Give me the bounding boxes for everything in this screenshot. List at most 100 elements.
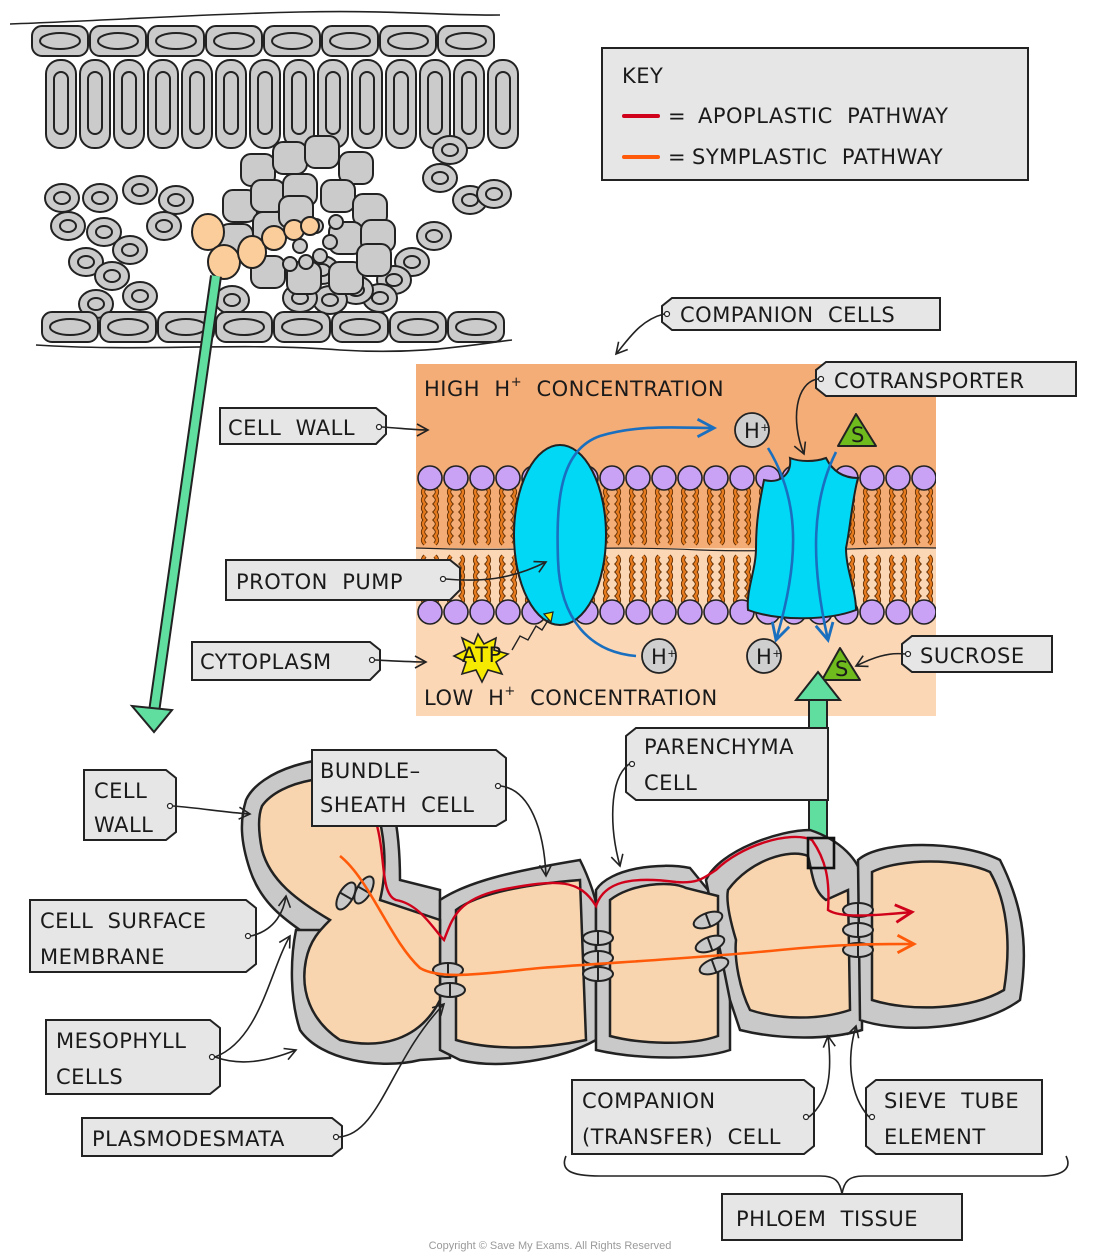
phospholipid-head (677, 465, 703, 491)
lower-epidermis-vacuole (223, 318, 265, 336)
svg-text:H+: H+ (756, 645, 782, 669)
symplastic-pathway-arrow (339, 854, 918, 977)
epidermis-vacuole (97, 32, 139, 50)
palisade-vacuole (291, 71, 307, 135)
phospholipid-head (651, 465, 677, 491)
spongy-cell (158, 185, 194, 215)
lipid-tail (707, 487, 713, 545)
lipid-tail (681, 487, 687, 545)
lipid-tail (421, 487, 427, 545)
spongy-cell (122, 175, 158, 205)
spongy-vacuole (321, 293, 339, 307)
atp-energy-arrow (511, 613, 553, 651)
lipid-tail (875, 487, 881, 545)
high-h-concentration-label: HIGH H+ CONCENTRATION (424, 375, 724, 401)
spongy-vacuole (155, 219, 173, 233)
vascular-cell (272, 141, 308, 175)
phospholipid-head (703, 465, 729, 491)
svg-text:S: S (851, 423, 865, 447)
epidermis-cell (321, 25, 379, 57)
spongy-cell (122, 281, 158, 311)
svg-text:PLASMODESMATA: PLASMODESMATA (92, 1127, 285, 1151)
spongy-cell (416, 221, 452, 251)
h-ion-inside-cotransporter: H+ (746, 638, 782, 674)
phospholipid-head (859, 599, 885, 625)
spongy-cell (146, 211, 182, 241)
key-symplastic-equals: = (668, 145, 686, 169)
tag-phloem-tissue: PHLOEM TISSUE (721, 1193, 963, 1241)
lipid-tail (863, 487, 869, 545)
spongy-cell (44, 183, 80, 213)
lipid-tail (693, 555, 699, 605)
plasmodesma (692, 910, 724, 930)
spongy-cell (50, 211, 86, 241)
cotransporter-h-flow-arrow (766, 447, 795, 643)
key-title: KEY (622, 64, 663, 88)
xylem-cell (292, 238, 308, 254)
sucrose-outside: S (837, 413, 877, 447)
svg-text:WALL: WALL (94, 813, 153, 837)
spongy-vacuole (59, 219, 77, 233)
svg-text:CELL SURFACE: CELL SURFACE (40, 909, 207, 933)
tag-companion-transfer-cell: COMPANION (TRANSFER) CELL (571, 1034, 836, 1155)
phospholipid-head (911, 465, 936, 491)
svg-text:(TRANSFER) CELL: (TRANSFER) CELL (582, 1125, 781, 1149)
epidermis-cell (437, 25, 495, 57)
plasmodesma-divider (706, 937, 714, 951)
palisade-vacuole (121, 71, 137, 135)
spongy-cell (86, 217, 122, 247)
lipid-tail (681, 555, 687, 605)
spongy-cell (112, 235, 148, 265)
spongy-vacuole (431, 171, 449, 185)
membrane-inset-marker (806, 836, 836, 870)
svg-text:ELEMENT: ELEMENT (884, 1125, 986, 1149)
lipid-tail (459, 487, 465, 545)
atp-energy-arrow-head (542, 611, 554, 624)
spongy-vacuole (53, 191, 71, 205)
tag-parenchyma-cell: PARENCHYMA CELL (610, 727, 829, 868)
h-ion-inside-pump: H+ (641, 638, 677, 674)
lipid-tail (629, 487, 635, 545)
palisade-vacuole (53, 71, 69, 135)
h-ion-outside: H+ (734, 412, 770, 448)
svg-text:H+: H+ (651, 645, 677, 669)
upper-cuticle (9, 10, 501, 25)
spongy-vacuole (425, 229, 443, 243)
spongy-vacuole (371, 291, 389, 305)
spongy-vacuole (403, 255, 421, 269)
svg-text:CELLS: CELLS (56, 1065, 123, 1089)
epidermis-vacuole (445, 32, 487, 50)
phloem-loading-cell (191, 213, 225, 251)
companion-cytoplasm (726, 852, 852, 1019)
key-box: KEY = APOPLASTIC PATHWAY = SYMPLASTIC PA… (601, 47, 1029, 181)
bundle-sheath-cytoplasm (454, 878, 588, 1049)
lipid-tail (615, 487, 621, 545)
phospholipid-head (469, 465, 495, 491)
spongy-cell (94, 261, 130, 291)
spongy-vacuole (131, 183, 149, 197)
sieve-tube-cytoplasm (870, 860, 1009, 1009)
phospholipid-head (677, 599, 703, 625)
epidermis-cell (31, 25, 89, 57)
lower-epidermis-vacuole (107, 318, 149, 336)
svg-text:MESOPHYLL: MESOPHYLL (56, 1029, 186, 1053)
phospholipid-head (599, 465, 625, 491)
lipid-tail (615, 555, 621, 605)
zoom-arrow-leaf (129, 275, 222, 734)
palisade-vacuole (495, 71, 511, 135)
phospholipid-head (625, 599, 651, 625)
svg-text:MEMBRANE: MEMBRANE (40, 945, 165, 969)
svg-text:S: S (835, 657, 849, 681)
palisade-vacuole (189, 71, 205, 135)
phospholipid-head (859, 465, 885, 491)
plasmodesma (698, 956, 730, 976)
lipid-tail (499, 555, 505, 605)
parenchyma-cytoplasm (608, 882, 720, 1045)
lipid-tail (915, 487, 921, 545)
vascular-cell (338, 151, 374, 185)
lower-epidermis-vacuole (397, 318, 439, 336)
phospholipid-head (417, 599, 443, 625)
lipid-tail (667, 487, 673, 545)
svg-text:CELL: CELL (94, 779, 147, 803)
